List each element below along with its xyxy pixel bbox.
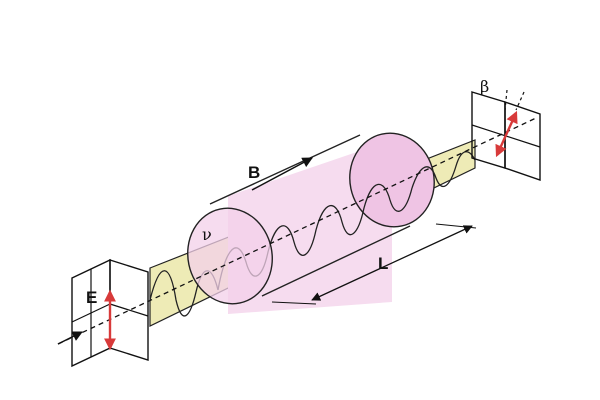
cylinder-front-face bbox=[187, 207, 273, 305]
beam-axis bbox=[57, 117, 537, 345]
cylinder-top-edge bbox=[209, 134, 361, 205]
length-label: L bbox=[378, 254, 388, 273]
incoming-arrow bbox=[57, 331, 83, 345]
magnetic-field-arrow bbox=[251, 157, 313, 191]
magnetic-field-label: B bbox=[248, 163, 260, 182]
rotation-angle-label: β bbox=[480, 77, 489, 96]
length-extension-right bbox=[435, 223, 477, 229]
material-label: ν bbox=[202, 225, 212, 244]
output-field-arrow bbox=[495, 110, 518, 158]
input-field-label: E bbox=[86, 288, 97, 307]
length-dimension-line bbox=[311, 225, 473, 301]
length-extension-left bbox=[271, 301, 317, 305]
